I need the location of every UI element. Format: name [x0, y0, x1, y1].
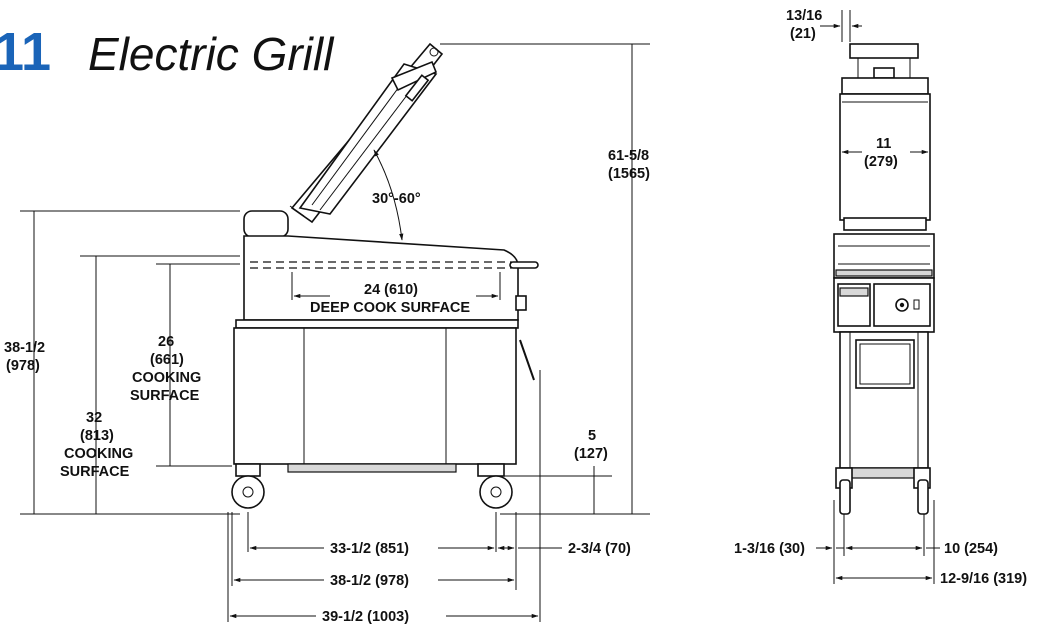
stand-panel	[855, 339, 915, 389]
front-handle-bar	[849, 43, 919, 59]
platen-dim-value: 11	[876, 136, 891, 152]
platen-top	[841, 77, 929, 95]
handle-dim-metric: (21)	[790, 26, 816, 42]
handle-dim-value: 13/16	[786, 8, 822, 24]
drain-fitting	[515, 295, 527, 311]
cook-32-label2: SURFACE	[60, 464, 130, 480]
cook-32-label1: COOKING	[64, 446, 133, 462]
cook-26-label2: SURFACE	[130, 388, 200, 404]
page-title: Electric Grill	[88, 28, 335, 80]
offset-2-label: 2-3/4 (70)	[568, 541, 631, 557]
raised-platen	[289, 42, 444, 224]
counter-plate	[235, 319, 519, 329]
cook-26-metric: (661)	[150, 352, 184, 368]
platen-body	[839, 93, 931, 221]
front-view: 13/16 (21) 11 (279) 1-3/16 (30) 10 (254)…	[734, 8, 1027, 587]
platen-dim-metric: (279)	[864, 154, 898, 170]
angle-label: 30°-60°	[372, 191, 421, 207]
width-33-label: 33-1/2 (851)	[330, 541, 409, 557]
front-handle	[509, 261, 539, 269]
front-caster-left	[835, 467, 853, 515]
grease-trough	[835, 269, 933, 277]
deep-cook-label: DEEP COOK SURFACE	[310, 300, 470, 316]
title-number: 11	[0, 22, 51, 82]
cabinet	[233, 327, 517, 465]
clearance-metric: (127)	[574, 446, 608, 462]
side-1-label: 1-3/16 (30)	[734, 541, 805, 557]
deep-cook-value: 24 (610)	[364, 282, 418, 298]
caster-right	[477, 463, 513, 509]
clearance-value: 5	[588, 428, 596, 444]
cook-26-value: 26	[158, 334, 174, 350]
overall-height-metric: (1565)	[608, 166, 650, 182]
top-column	[243, 210, 289, 238]
angle-arc	[373, 149, 404, 241]
bottom-tray	[287, 463, 457, 473]
width-39-label: 39-1/2 (1003)	[322, 609, 409, 624]
top-height-metric: (978)	[6, 358, 40, 374]
front-caster-right	[913, 467, 931, 515]
caster-left	[231, 463, 265, 509]
top-height-value: 38-1/2	[4, 340, 45, 356]
side-10-label: 10 (254)	[944, 541, 998, 557]
title-number-text: 11	[0, 22, 51, 82]
upper-body	[243, 235, 519, 321]
latch	[873, 67, 895, 79]
stand-base	[849, 467, 919, 479]
cook-32-metric: (813)	[80, 428, 114, 444]
overall-height-value: 61-5/8	[608, 148, 649, 164]
side-view: 30°-60° 61-5/8 (1565)	[4, 42, 650, 624]
side-panel-strip	[839, 287, 869, 297]
width-38-label: 38-1/2 (978)	[330, 573, 409, 589]
platen-bottom	[843, 217, 927, 231]
cook-32-value: 32	[86, 410, 102, 426]
side-12-label: 12-9/16 (319)	[940, 571, 1027, 587]
cook-26-label1: COOKING	[132, 370, 201, 386]
